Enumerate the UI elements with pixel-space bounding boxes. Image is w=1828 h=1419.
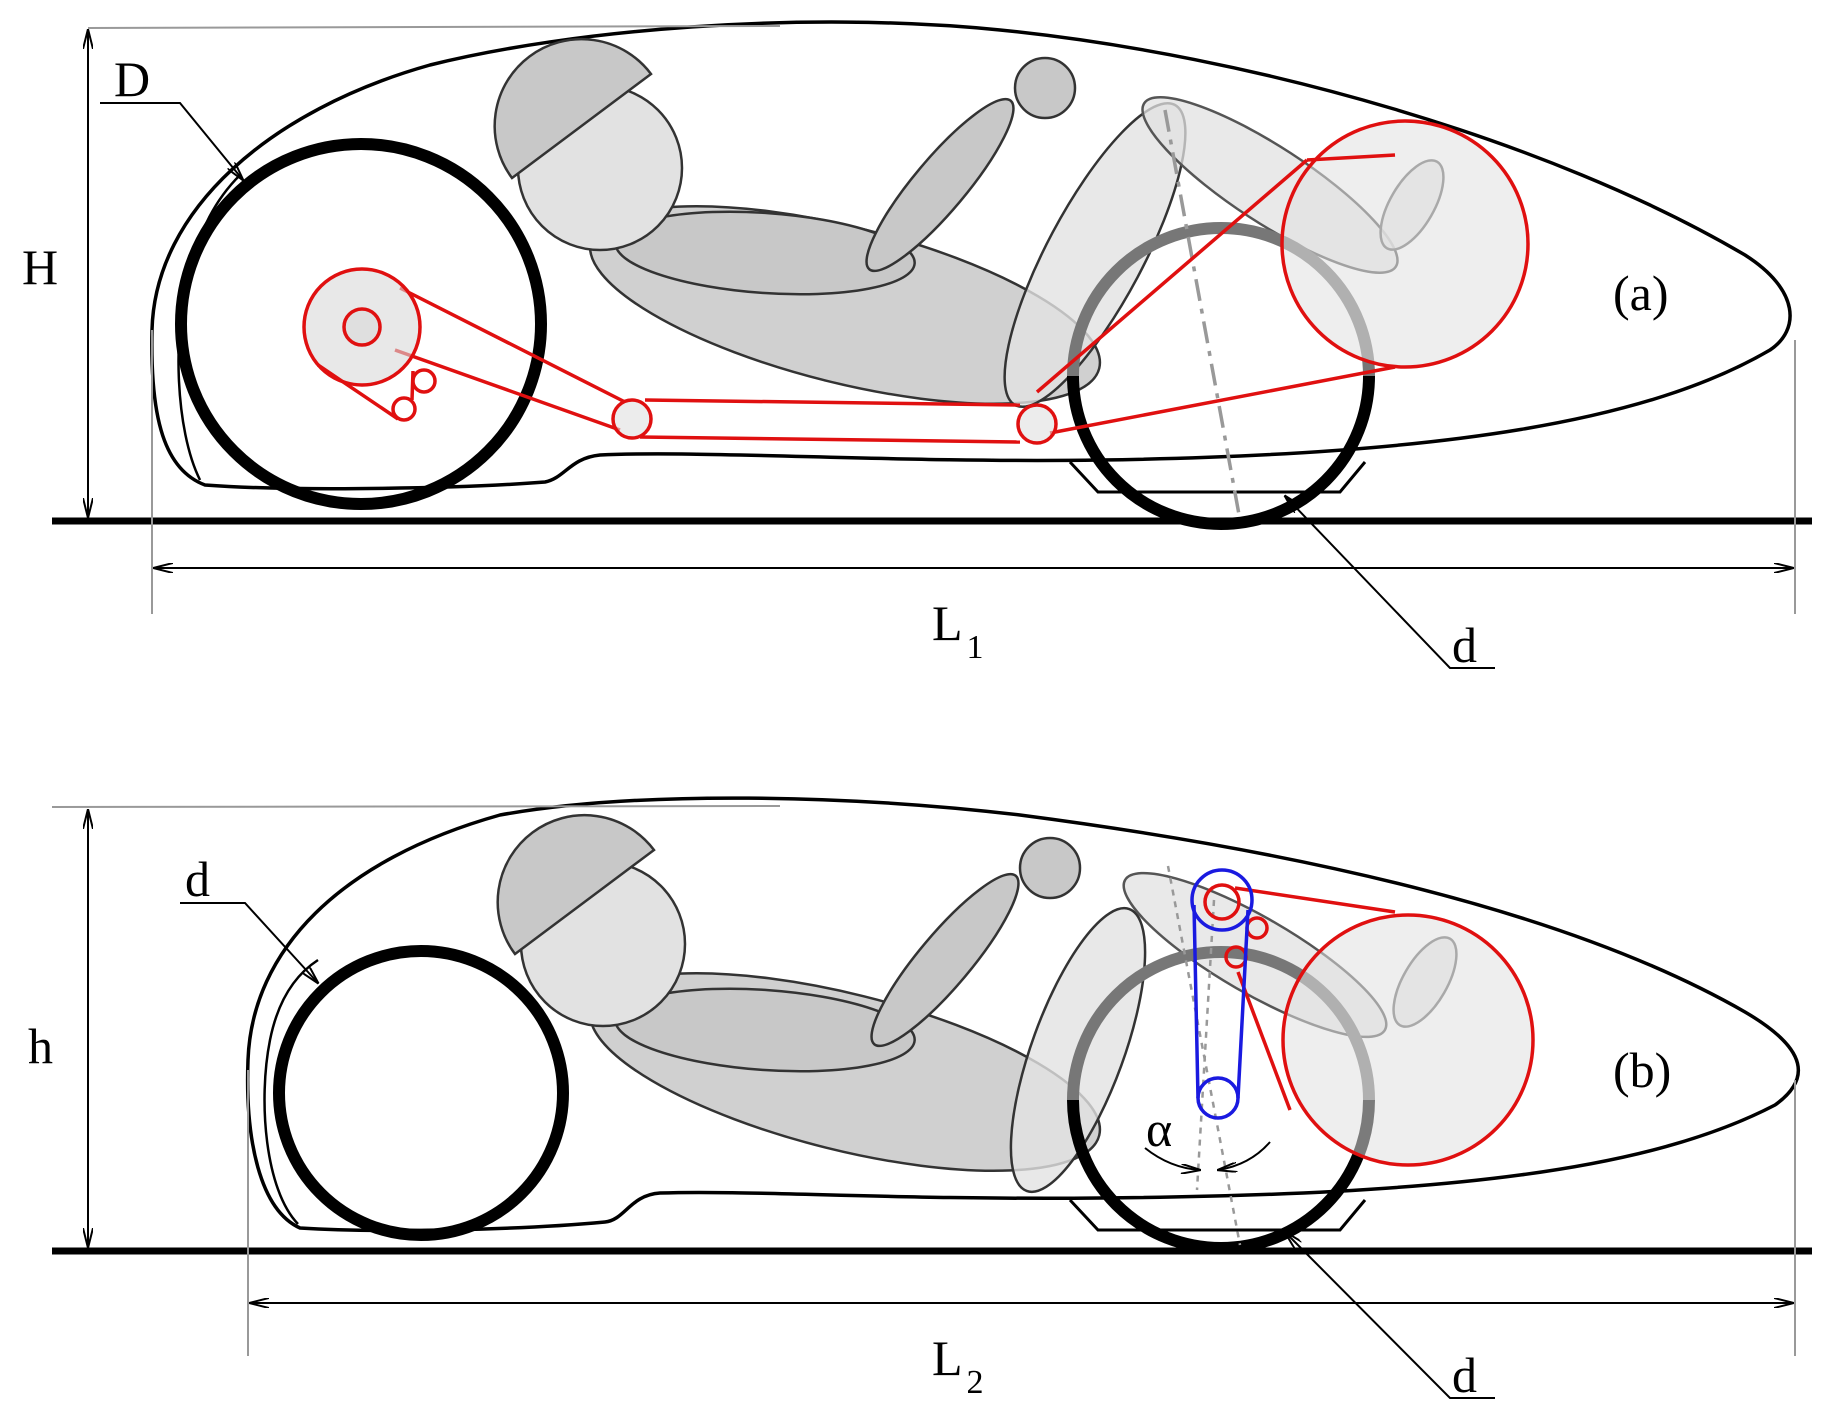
panel-tag-a: (a) [1613,265,1669,321]
rider-arm-a [865,97,1015,273]
front-wheel-leader-b [180,902,318,983]
chain-middle-bottom-a [639,435,1021,444]
upper-sprocket-b [1203,883,1241,921]
tensioner-pulley-2-a [391,396,417,422]
fairing-body-b [245,796,1800,1233]
front-wheel-label-b: d [185,851,210,907]
rider-helmet-b [496,813,656,956]
height-label-b: h [28,1018,53,1074]
front-wheel-a [175,138,547,510]
chain-front-top-a [399,286,626,404]
drivetrain-b [1203,883,1396,1111]
pivot-axis-b [1195,899,1216,1191]
linkage-bottom-circle-b [1196,1076,1240,1120]
crank-disc-b [1281,913,1535,1167]
front-wheel-b [273,945,569,1241]
rear-wheel-lower-b [1067,1099,1375,1254]
rear-skid-a [1068,460,1367,494]
front-wheel-label-a: D [114,51,150,107]
chain-top-b [1234,886,1396,914]
chain-front-bottom-a [394,348,621,432]
length-label-main-b: L [932,1330,963,1386]
length-label-sub-a: 1 [967,629,984,666]
steering-axis-a [1163,109,1242,521]
chain-middle-top-a [644,398,1021,407]
rider-hand-a [1013,56,1077,120]
chain-upper-a [1035,158,1309,394]
linkage-arm-b [1192,904,1250,1099]
crank-disc-a [1280,119,1530,369]
chain-diagonal-b [1236,971,1292,1111]
steering-axis-b [1166,865,1242,1246]
drive-hub-a [342,307,382,347]
idler-pulley-left-a [611,398,653,440]
rider-arm-b [870,872,1020,1048]
linkage-top-circle-b [1190,868,1254,932]
height-dim-ref-a [87,25,781,29]
drivetrain-a [302,153,1396,445]
panel-tag-b: (b) [1613,1042,1671,1098]
rear-skid-b [1068,1198,1367,1232]
height-dim-ref-b [51,805,781,808]
tensioner-pulley-1-a [411,368,437,394]
length-label-sub-b: 2 [967,1364,984,1401]
rider-helmet-a [493,37,653,180]
length-label-main-a: L [932,595,963,651]
tensioner-chain-a [317,363,415,421]
height-label-a: H [22,239,58,295]
angle-label-b: α [1146,1101,1172,1157]
rear-wheel-label-a: d [1452,617,1477,673]
chain-lower-a [1049,365,1396,435]
front-wheel-leader-a [100,102,243,180]
chain-top-span-a [1306,153,1396,162]
rear-wheel-leader-a [1285,496,1495,669]
rider-hand-b [1018,836,1082,900]
linkage-b [1190,868,1254,1120]
rear-wheel-lower-a [1067,375,1375,530]
angle-arc-right-b [1218,1141,1271,1170]
fairing-inner-edge-b [263,958,319,1225]
fairing-body-a [150,20,1792,491]
idler-pulley-right-a [1016,403,1058,445]
angle-arc-left-b [1144,1147,1200,1170]
rear-wheel-label-b: d [1452,1347,1477,1403]
rear-wheel-leader-b [1285,1232,1495,1399]
